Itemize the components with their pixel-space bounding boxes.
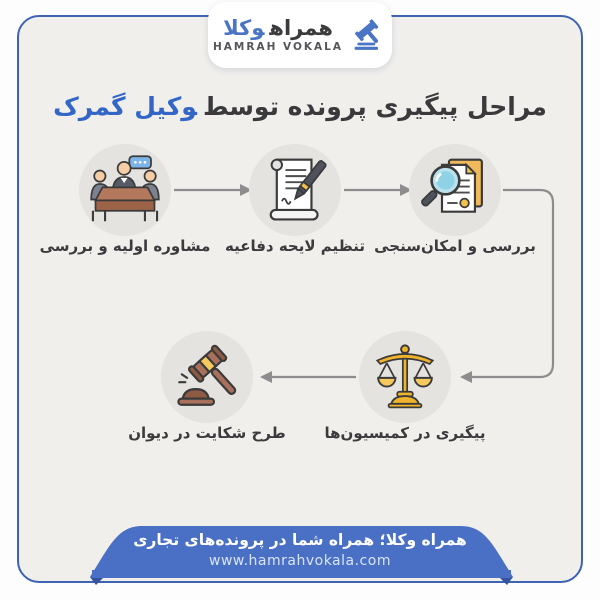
meeting-consultation-icon: [90, 155, 160, 222]
brand-logo: همراهوکلا HAMRAH VOKALA: [208, 2, 392, 68]
brand-name-fa-first: همراه: [269, 15, 333, 40]
footer-content: همراه وکلا؛ همراه شما در پرونده‌های تجار…: [100, 530, 500, 569]
step-label-consultation: مشاوره اولیه و بررسی: [39, 237, 211, 255]
step-label-commissions: پیگیری در کمیسیون‌ها: [324, 424, 486, 442]
scales-of-justice-icon: [375, 344, 435, 409]
step-circle-review-feasibility: [409, 144, 501, 236]
step-circle-court-complaint: [161, 331, 253, 423]
brand-name-fa-second: وکلا: [223, 15, 265, 40]
page-title-highlight: وکیل گمرک: [53, 92, 197, 121]
step-label-defense-bill: تنظیم لایحه دفاعیه: [224, 237, 366, 255]
brand-name-en: HAMRAH VOKALA: [213, 41, 343, 54]
brand-wordmark: همراهوکلا HAMRAH VOKALA: [213, 17, 343, 53]
scroll-pen-icon: [269, 158, 327, 221]
page-title-prefix: مراحل پیگیری پرونده توسط: [204, 92, 547, 121]
magnifier-document-icon: [421, 158, 483, 213]
step-label-court-complaint: طرح شکایت در دیوان: [128, 424, 286, 442]
footer-tagline: همراه وکلا؛ همراه شما در پرونده‌های تجار…: [133, 531, 467, 549]
gavel-icon: [177, 344, 237, 406]
step-circle-commissions: [359, 331, 451, 423]
step-circle-defense-bill: [249, 144, 341, 236]
step-label-review-feasibility: بررسی و امکان‌سنجی: [374, 237, 536, 255]
step-circle-consultation: [79, 144, 171, 236]
footer-website-link[interactable]: www.hamrahvokala.com: [209, 552, 391, 569]
page-title: مراحل پیگیری پرونده توسطوکیل گمرک: [0, 92, 600, 121]
gavel-logo-icon: [354, 19, 379, 50]
